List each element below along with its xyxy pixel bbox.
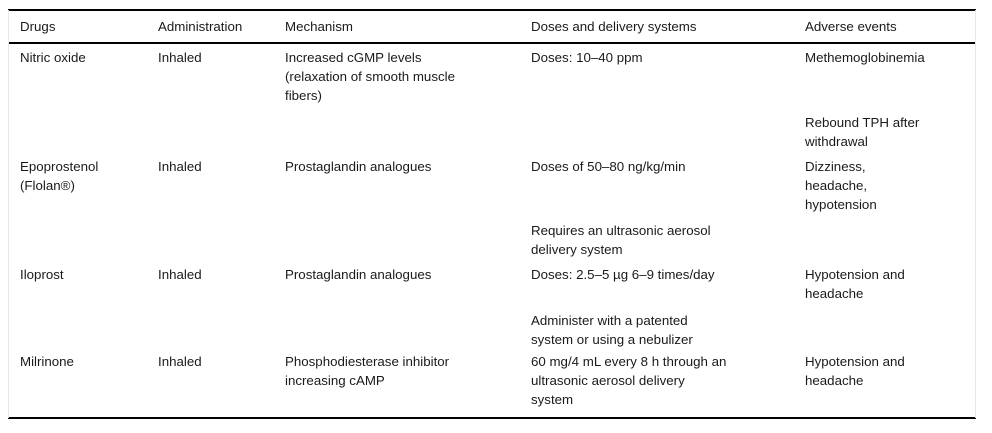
column-header-administration: Administration bbox=[158, 19, 243, 34]
row-4-cell-adverse-events: Hypotension and headache bbox=[805, 354, 905, 388]
table-right-border bbox=[975, 10, 976, 418]
row-1-cell-adverse-events-secondary: Rebound TPH after withdrawal bbox=[805, 115, 920, 149]
table-top-rule bbox=[8, 9, 976, 11]
row-2-cell-mechanism: Prostaglandin analogues bbox=[285, 159, 432, 174]
column-header-doses: Doses and delivery systems bbox=[531, 19, 697, 34]
row-2-cell-doses: Doses of 50–80 ng/kg/min bbox=[531, 159, 686, 174]
row-3-cell-adverse-events: Hypotension and headache bbox=[805, 267, 905, 301]
row-3-cell-doses-secondary: Administer with a patented system or usi… bbox=[531, 313, 693, 347]
row-2-cell-drugs: Epoprostenol (Flolan®) bbox=[20, 159, 99, 193]
row-3-cell-administration: Inhaled bbox=[158, 267, 202, 282]
row-4-cell-administration: Inhaled bbox=[158, 354, 202, 369]
table-header-rule bbox=[8, 42, 976, 44]
table-bottom-rule bbox=[8, 417, 976, 419]
row-3-cell-mechanism: Prostaglandin analogues bbox=[285, 267, 432, 282]
row-4-cell-doses: 60 mg/4 mL every 8 h through an ultrason… bbox=[531, 354, 727, 407]
column-header-adverse-events: Adverse events bbox=[805, 19, 897, 34]
row-2-cell-doses-secondary: Requires an ultrasonic aerosol delivery … bbox=[531, 223, 711, 257]
row-2-cell-adverse-events: Dizziness, headache, hypotension bbox=[805, 159, 877, 212]
row-1-cell-adverse-events: Methemoglobinemia bbox=[805, 50, 925, 65]
row-1-cell-drugs: Nitric oxide bbox=[20, 50, 86, 65]
row-3-cell-drugs: Iloprost bbox=[20, 267, 64, 282]
row-1-cell-doses: Doses: 10–40 ppm bbox=[531, 50, 643, 65]
row-1-cell-mechanism: Increased cGMP levels (relaxation of smo… bbox=[285, 50, 455, 103]
row-1-cell-administration: Inhaled bbox=[158, 50, 202, 65]
row-3-cell-doses: Doses: 2.5–5 µg 6–9 times/day bbox=[531, 267, 715, 282]
row-2-cell-administration: Inhaled bbox=[158, 159, 202, 174]
table-left-border bbox=[8, 10, 9, 418]
row-4-cell-drugs: Milrinone bbox=[20, 354, 74, 369]
column-header-mechanism: Mechanism bbox=[285, 19, 353, 34]
row-4-cell-mechanism: Phosphodiesterase inhibitor increasing c… bbox=[285, 354, 450, 388]
column-header-drugs: Drugs bbox=[20, 19, 56, 34]
